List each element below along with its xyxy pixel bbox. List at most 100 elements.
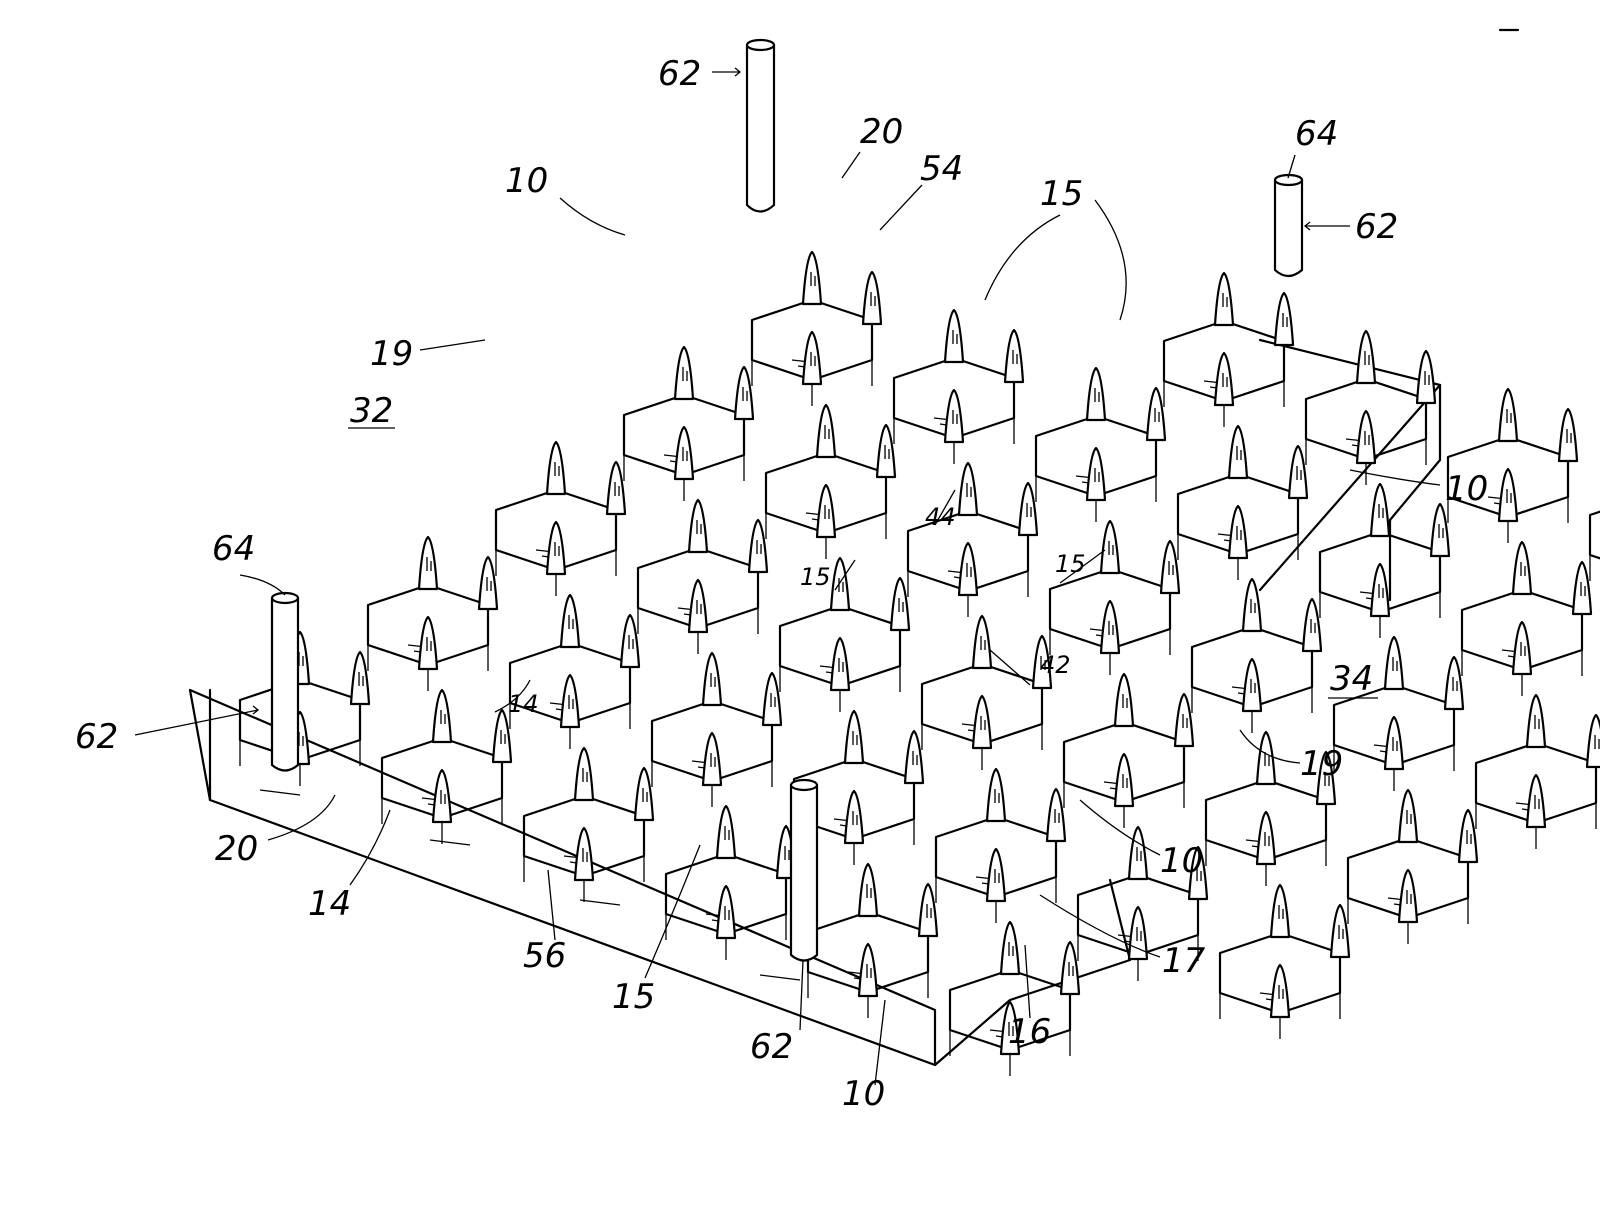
spike [1513, 542, 1531, 594]
spike [1005, 330, 1023, 382]
label-62-left: 62 [75, 717, 118, 757]
label-42: 42 [1040, 651, 1071, 679]
spike [635, 768, 653, 820]
spike [987, 849, 1005, 901]
spike [1271, 965, 1289, 1017]
spike [1047, 789, 1065, 841]
spike [479, 557, 497, 609]
spike [689, 500, 707, 552]
spike [575, 828, 593, 880]
spike [433, 770, 451, 822]
spike [547, 522, 565, 574]
post-top [747, 40, 774, 212]
spike [959, 463, 977, 515]
spike [351, 652, 369, 704]
spike [1417, 351, 1435, 403]
label-54: 54 [920, 149, 963, 189]
spike [717, 886, 735, 938]
spike [1303, 599, 1321, 651]
spike [1229, 506, 1247, 558]
spike [1385, 637, 1403, 689]
label-56: 56 [523, 936, 566, 976]
spike [831, 558, 849, 610]
spike [1331, 905, 1349, 957]
spike [1087, 448, 1105, 500]
label-15-center-left: 15 [800, 563, 831, 591]
spike [621, 615, 639, 667]
post-bottom [791, 780, 817, 961]
spike [717, 806, 735, 858]
spike [859, 864, 877, 916]
spike [1001, 922, 1019, 974]
label-62-bottom: 62 [750, 1027, 793, 1067]
spike [1459, 810, 1477, 862]
spike [1289, 446, 1307, 498]
spike [1275, 293, 1293, 345]
spike [1101, 601, 1119, 653]
spike [1527, 695, 1545, 747]
label-15-center-right: 15 [1055, 550, 1086, 578]
spike [1587, 715, 1600, 767]
label-15-top: 15 [1040, 174, 1083, 214]
spike [433, 690, 451, 742]
spike [1175, 694, 1193, 746]
label-19-right: 19 [1300, 744, 1343, 784]
spike [1357, 331, 1375, 383]
spike [845, 791, 863, 843]
spike [1061, 942, 1079, 994]
spike [1271, 885, 1289, 937]
spike [1499, 469, 1517, 521]
spike [1399, 870, 1417, 922]
label-14-lower: 14 [308, 884, 351, 924]
spike [1257, 732, 1275, 784]
spike [575, 748, 593, 800]
spike [987, 769, 1005, 821]
spike [905, 731, 923, 783]
spike [735, 367, 753, 419]
label-62-top-right: 62 [1355, 207, 1398, 247]
spike [1087, 368, 1105, 420]
spike [675, 347, 693, 399]
spike [1499, 389, 1517, 441]
spike [561, 595, 579, 647]
spike [689, 580, 707, 632]
post-top-right [1275, 175, 1302, 276]
label-20-top: 20 [860, 112, 903, 152]
spike [803, 252, 821, 304]
spike [1101, 521, 1119, 573]
spike [1527, 775, 1545, 827]
spike [749, 520, 767, 572]
spike [1257, 812, 1275, 864]
label-34: 34 [1330, 659, 1373, 699]
spike [1215, 353, 1233, 405]
spike [959, 543, 977, 595]
spike [1147, 388, 1165, 440]
spike [1229, 426, 1247, 478]
spike [1399, 790, 1417, 842]
spike [859, 944, 877, 996]
label-32: 32 [350, 391, 393, 431]
label-62-top: 62 [658, 54, 701, 94]
spike [1371, 564, 1389, 616]
spike [863, 272, 881, 324]
post-left [272, 593, 298, 771]
label-20-bottom: 20 [215, 829, 258, 869]
label-10-top: 10 [505, 161, 548, 201]
label-19-left: 19 [370, 334, 413, 374]
label-44: 44 [925, 503, 956, 531]
spike [973, 696, 991, 748]
label-10-right: 10 [1445, 469, 1488, 509]
spike [1115, 754, 1133, 806]
label-16: 16 [1008, 1012, 1051, 1052]
spike [1243, 659, 1261, 711]
label-64-left: 64 [212, 529, 255, 569]
label-15-bottom: 15 [612, 977, 655, 1017]
spike [607, 462, 625, 514]
spike [419, 617, 437, 669]
spike [1573, 562, 1591, 614]
spike [561, 675, 579, 727]
spike [973, 616, 991, 668]
spike [419, 537, 437, 589]
